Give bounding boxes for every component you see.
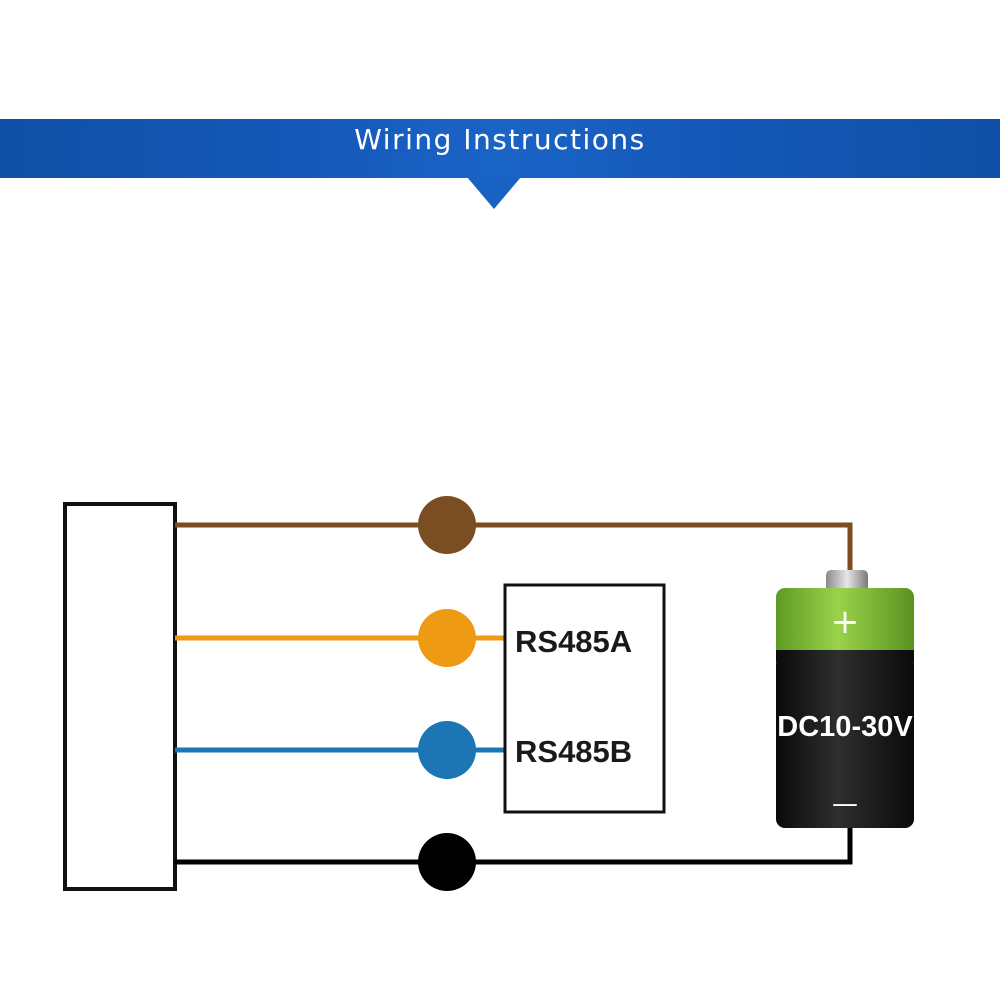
wire-rs485-a-node [418, 609, 476, 667]
plus-icon: + [831, 602, 860, 642]
wire-power-positive [175, 522, 853, 572]
banner-pointer [467, 177, 521, 209]
header-banner [0, 119, 1000, 178]
wire-power-positive-node [418, 496, 476, 554]
rs485-terminal-box [503, 583, 666, 814]
battery-seam [776, 650, 914, 662]
rs485b-label: RS485B [515, 734, 632, 769]
wire-ground-node [418, 833, 476, 891]
battery-top [776, 588, 914, 660]
page-title: Wiring Instructions [354, 123, 646, 156]
wire-rs485-b-node [418, 721, 476, 779]
rs485a-label: RS485A [515, 624, 632, 659]
battery-voltage-label: DC10-30V [777, 711, 913, 743]
device-box [63, 502, 177, 891]
minus-icon: — [832, 789, 858, 819]
battery-body [776, 655, 914, 828]
wire-ground [175, 826, 853, 865]
battery: + DC10-30V — [776, 570, 914, 828]
battery-cap [826, 570, 868, 592]
